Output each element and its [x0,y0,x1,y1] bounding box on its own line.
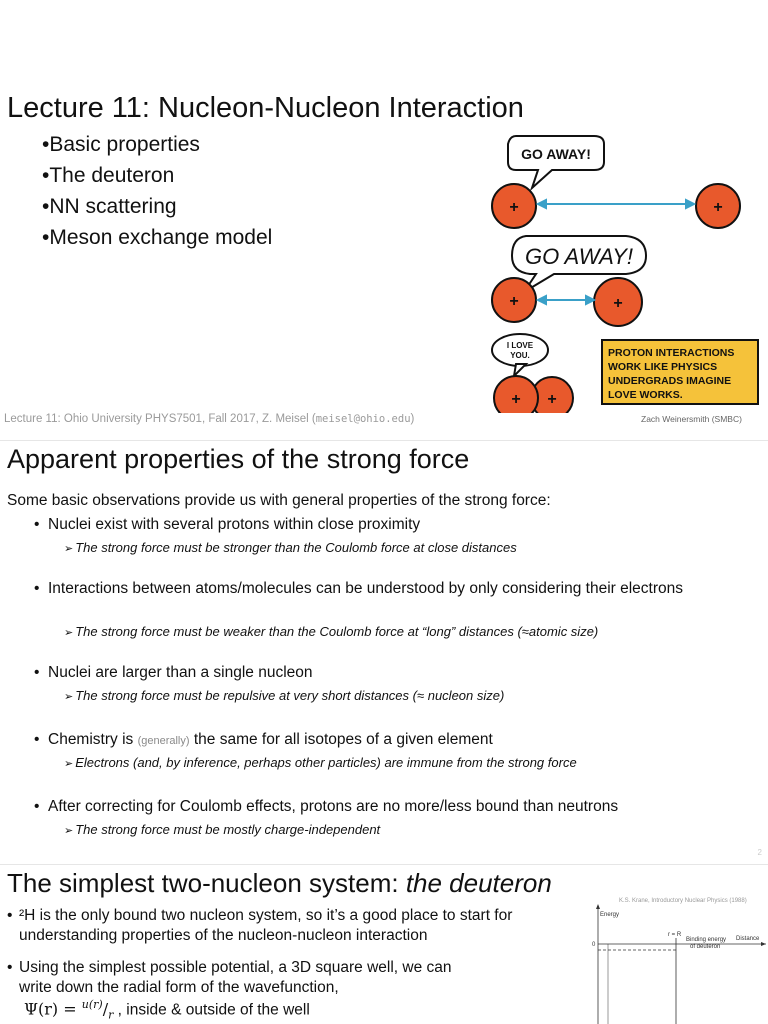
implication-text: The strong force must be weaker than the… [75,624,599,639]
wavefunction-formula: Ψ(r) = u(r)/r , inside & outside of the … [24,998,310,1022]
implication-3: ➢The strong force must be repulsive at v… [64,688,505,703]
bullet-text: ²H is the only bound two nucleon system,… [19,907,513,944]
caption-line-1: PROTON INTERACTIONS [608,347,734,359]
page-title: Lecture 11: Nucleon-Nucleon Interaction [7,92,524,124]
slide-divider [0,864,768,865]
figure-binding-line1: Binding energy [686,937,726,943]
implication-text: Electrons (and, by inference, perhaps ot… [75,755,577,770]
proton-middle-right [593,277,643,327]
proton-top-right [695,183,741,229]
implication-text: The strong force must be stronger than t… [75,540,517,555]
implication-1: ➢The strong force must be stronger than … [64,540,517,555]
comic-credit: Zach Weinersmith (SMBC) [641,414,742,424]
proton-symbol: + [547,391,556,408]
slide-strong-force-properties: Apparent properties of the strong force … [0,440,768,864]
observation-5: •After correcting for Coulomb effects, p… [34,798,619,815]
topic-bullet-nn-scattering: •NN scattering [42,195,177,218]
implication-4: ➢Electrons (and, by inference, perhaps o… [64,755,577,770]
slide-deuteron: The simplest two-nucleon system: the deu… [0,864,768,1024]
speech-bubble-small: I LOVE YOU. [491,333,549,379]
topic-bullet-meson-exchange: •Meson exchange model [42,226,273,249]
psi-denominator: r [108,1008,114,1022]
footer-close: ) [410,413,415,425]
figure-credit: K.S. Krane, Introductory Nuclear Physics… [619,898,747,904]
psi-rest: , inside & outside of the well [113,1001,310,1019]
bubble-text-top: GO AWAY! [521,146,591,162]
speech-bubble-middle: GO AWAY! [510,235,648,293]
proton-top-left [491,183,537,229]
proton-bottom-left [493,375,539,413]
deuteron-bullet-1: •²H is the only bound two nucleon system… [7,907,513,944]
proton-comic: GO AWAY! + + GO AWAY! + + I LOVE [491,135,759,413]
observation-1: •Nuclei exist with several protons withi… [34,516,421,533]
figure-r-marker: r = R [668,932,682,938]
bubble-text-small-line1: I LOVE [507,341,534,350]
bubble-text-middle: GO AWAY! [525,244,633,269]
slide-title: The simplest two-nucleon system: the deu… [7,868,552,899]
figure-binding-line2: of deuteron [690,944,720,950]
observation-text-pre: Chemistry is [48,731,138,748]
proton-symbol: + [509,199,518,216]
proton-symbol: + [511,391,520,408]
proton-symbol: + [713,199,722,216]
observation-3: •Nuclei are larger than a single nucleon [34,664,313,681]
slide-divider [0,440,768,441]
topic-bullet-basic-properties: •Basic properties [42,133,200,156]
proton-symbol: + [613,295,622,312]
square-well-diagram: Energy Distance 0 r = R Binding energy o… [592,904,766,1024]
slide-title: Apparent properties of the strong force [7,444,470,474]
implication-text: The strong force must be repulsive at ve… [75,688,505,703]
observation-text: After correcting for Coulomb effects, pr… [48,798,619,815]
figure-ylabel: Energy [600,912,619,918]
title-italic: the deuteron [405,868,552,898]
bullet-text: Using the simplest possible potential, a… [19,959,452,996]
psi-numerator: u(r) [81,998,103,1011]
speech-bubble-top: GO AWAY! [507,135,605,192]
figure-xlabel: Distance [736,936,760,942]
caption-line-4: LOVE WORKS. [608,389,683,401]
implication-2: ➢The strong force must be weaker than th… [64,624,599,639]
observation-qualifier: (generally) [137,735,190,747]
figure-origin: 0 [592,942,596,948]
psi-lhs: Ψ(r) = [24,999,82,1019]
intro-text: Some basic observations provide us with … [7,492,551,509]
slide-lecture-title: Lecture 11: Nucleon-Nucleon Interaction … [0,0,768,440]
caption-line-3: UNDERGRADS IMAGINE [608,375,731,387]
observation-text-post: the same for all isotopes of a given ele… [189,731,493,748]
bubble-text-small-line2: YOU. [510,351,530,360]
observation-text: Interactions between atoms/molecules can… [48,580,684,597]
implication-5: ➢The strong force must be mostly charge-… [64,822,381,837]
observation-2: •Interactions between atoms/molecules ca… [34,580,684,597]
double-arrow-long [535,198,697,210]
page-number: 2 [757,848,762,857]
deuteron-bullet-2: •Using the simplest possible potential, … [7,959,452,996]
footer-text: Lecture 11: Ohio University PHYS7501, Fa… [4,413,316,425]
footer-email-link[interactable]: meisel@ohio.edu [315,413,411,425]
slide-footer: Lecture 11: Ohio University PHYS7501, Fa… [4,413,414,425]
title-plain: The simplest two-nucleon system: [7,868,406,898]
caption-line-2: WORK LIKE PHYSICS [608,361,717,373]
comic-caption-box: PROTON INTERACTIONS WORK LIKE PHYSICS UN… [601,339,759,405]
proton-symbol: + [509,293,518,310]
observation-text: Nuclei are larger than a single nucleon [48,664,313,681]
topic-bullet-deuteron: •The deuteron [42,164,175,187]
observation-4: •Chemistry is (generally) the same for a… [34,731,493,748]
observation-text: Nuclei exist with several protons within… [48,516,421,533]
double-arrow-short [535,294,597,306]
implication-text: The strong force must be mostly charge-i… [75,822,381,837]
